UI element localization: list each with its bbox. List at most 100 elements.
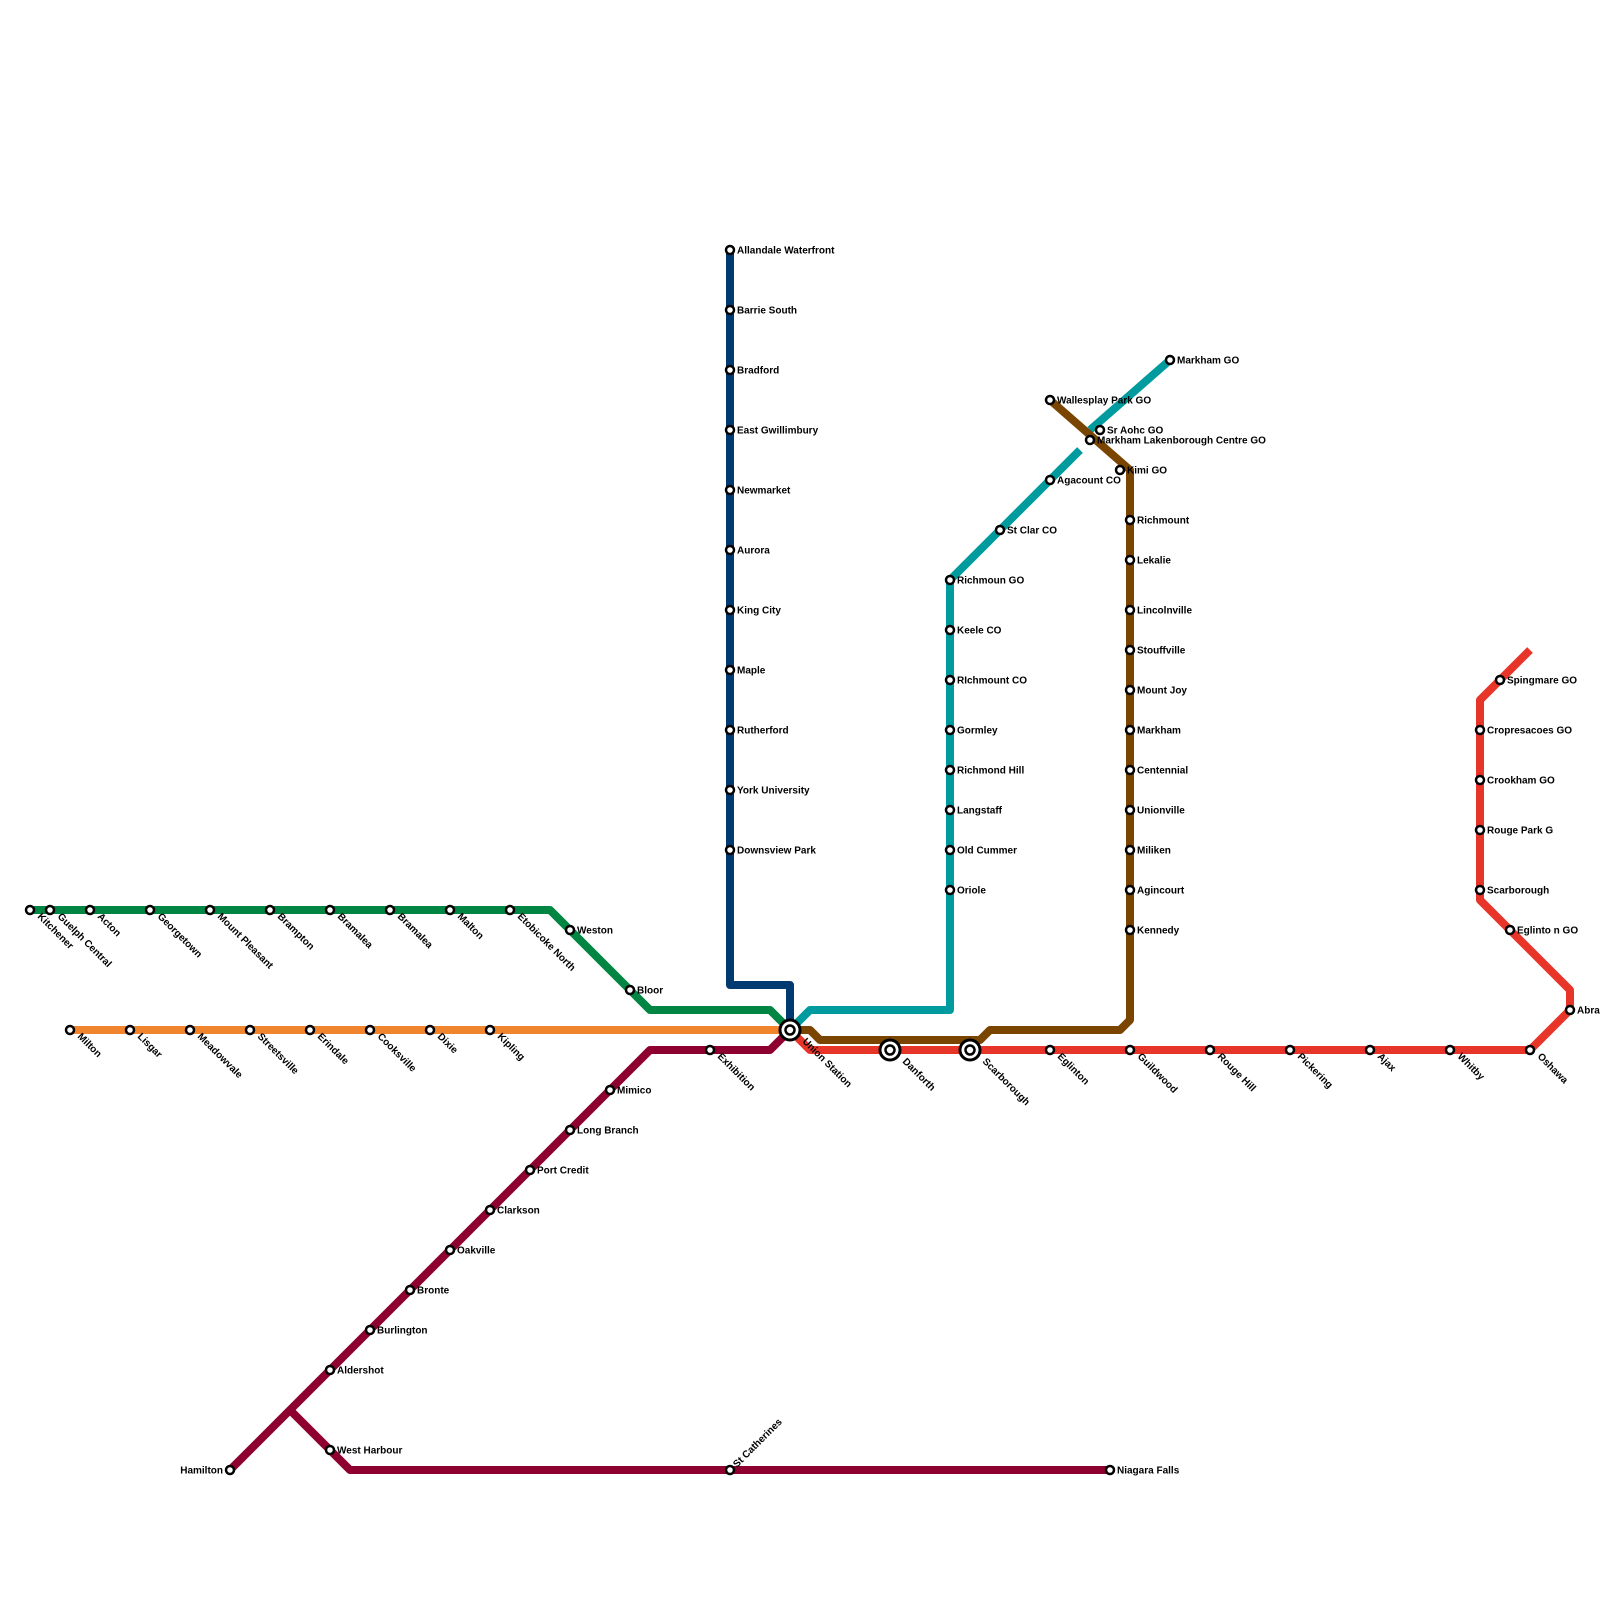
station-marker[interactable]	[1494, 674, 1506, 686]
station-marker[interactable]	[1124, 804, 1136, 816]
station-marker[interactable]	[564, 924, 576, 936]
station[interactable]: Abra	[1564, 1004, 1600, 1017]
station[interactable]: Bloor	[624, 984, 663, 997]
station-marker[interactable]	[484, 1204, 496, 1216]
station-marker[interactable]	[944, 674, 956, 686]
station[interactable]: Unionville	[1124, 804, 1185, 817]
station-marker[interactable]	[204, 904, 216, 916]
station[interactable]: Downsview Park	[724, 844, 816, 857]
station[interactable]: Etobicoke North	[504, 904, 577, 974]
station-marker[interactable]	[144, 904, 156, 916]
station-marker[interactable]	[1124, 724, 1136, 736]
station-marker[interactable]	[724, 544, 736, 556]
station[interactable]: Burlington	[364, 1324, 428, 1337]
station-marker[interactable]	[1204, 1044, 1216, 1056]
station[interactable]: Kennedy	[1124, 924, 1180, 937]
station-marker[interactable]	[1094, 424, 1106, 436]
station[interactable]: Markham Lakenborough Centre GO	[1084, 434, 1266, 447]
station-marker[interactable]	[724, 364, 736, 376]
station[interactable]: East Gwillimbury	[724, 424, 819, 437]
station-marker[interactable]	[944, 574, 956, 586]
station-marker[interactable]	[444, 1244, 456, 1256]
station[interactable]: Newmarket	[724, 484, 791, 497]
station[interactable]: Crookham GO	[1474, 774, 1555, 787]
station-marker[interactable]	[1364, 1044, 1376, 1056]
station[interactable]: St Catherines	[724, 1416, 785, 1476]
station-marker[interactable]	[124, 1024, 136, 1036]
station-marker[interactable]	[1524, 1044, 1536, 1056]
station[interactable]: Bronte	[404, 1284, 450, 1297]
station-marker[interactable]	[724, 424, 736, 436]
station-marker[interactable]	[944, 804, 956, 816]
station[interactable]: Agacount CO	[1044, 474, 1121, 487]
station-marker[interactable]	[604, 1084, 616, 1096]
station-marker[interactable]	[264, 904, 276, 916]
station[interactable]: Cropresacoes GO	[1474, 724, 1572, 737]
station[interactable]: Clarkson	[484, 1204, 540, 1217]
station-marker[interactable]	[944, 764, 956, 776]
station[interactable]: Scarborough	[1474, 884, 1549, 897]
station-marker[interactable]	[1474, 884, 1486, 896]
station-marker[interactable]	[1474, 824, 1486, 836]
station-marker[interactable]	[1284, 1044, 1296, 1056]
station-marker[interactable]	[724, 304, 736, 316]
station-marker[interactable]	[1564, 1004, 1576, 1016]
station-marker[interactable]	[1044, 1044, 1056, 1056]
station-marker[interactable]	[364, 1024, 376, 1036]
station[interactable]: Miliken	[1124, 844, 1171, 857]
station-marker[interactable]	[504, 904, 516, 916]
station-marker[interactable]	[1124, 884, 1136, 896]
station[interactable]: Richmount	[1124, 514, 1190, 527]
station-marker[interactable]	[1124, 844, 1136, 856]
station-marker[interactable]	[324, 1444, 336, 1456]
station[interactable]: Richmoun GO	[944, 574, 1024, 587]
station-marker[interactable]	[64, 1024, 76, 1036]
station-marker[interactable]	[324, 904, 336, 916]
station-marker[interactable]	[1124, 644, 1136, 656]
station[interactable]: Mount Pleasant	[204, 904, 275, 972]
station-marker[interactable]	[524, 1164, 536, 1176]
station-marker[interactable]	[724, 664, 736, 676]
station[interactable]: Richmond Hill	[944, 764, 1024, 777]
station[interactable]: Maple	[724, 664, 766, 677]
station-marker[interactable]	[184, 1024, 196, 1036]
station-marker[interactable]	[484, 1024, 496, 1036]
station[interactable]: Markham	[1124, 724, 1181, 737]
station-marker[interactable]	[944, 844, 956, 856]
station-marker[interactable]	[1164, 354, 1176, 366]
station-marker[interactable]	[1124, 684, 1136, 696]
station[interactable]: Sr Aohc GO	[1094, 424, 1164, 437]
station[interactable]: Stouffville	[1124, 644, 1186, 657]
station[interactable]: West Harbour	[324, 1444, 402, 1457]
station-marker[interactable]	[624, 984, 636, 996]
station[interactable]: Langstaff	[944, 804, 1003, 817]
station-marker[interactable]	[994, 524, 1006, 536]
station[interactable]: Oriole	[944, 884, 986, 897]
station[interactable]: Spingmare GO	[1494, 674, 1577, 687]
station-marker[interactable]	[1444, 1044, 1456, 1056]
station[interactable]: Mount Joy	[1124, 684, 1187, 697]
station-marker[interactable]	[1044, 474, 1056, 486]
station-marker[interactable]	[724, 844, 736, 856]
station-marker[interactable]	[304, 1024, 316, 1036]
station-marker[interactable]	[724, 484, 736, 496]
station[interactable]: Kimi GO	[1114, 464, 1167, 477]
station[interactable]: Wallesplay Park GO	[1044, 394, 1151, 407]
station[interactable]: Oakville	[444, 1244, 496, 1257]
station[interactable]: Markham GO	[1164, 354, 1239, 367]
station-marker[interactable]	[364, 1324, 376, 1336]
station-marker[interactable]	[1124, 1044, 1136, 1056]
station-marker[interactable]	[444, 904, 456, 916]
station-marker[interactable]	[1104, 1464, 1116, 1476]
station-marker[interactable]	[1474, 774, 1486, 786]
station-marker[interactable]	[1124, 554, 1136, 566]
station-marker[interactable]	[1474, 724, 1486, 736]
station-marker[interactable]	[1124, 514, 1136, 526]
station-marker[interactable]	[1114, 464, 1126, 476]
station[interactable]: Barrie South	[724, 304, 797, 317]
station-marker[interactable]	[324, 1364, 336, 1376]
station[interactable]: Aurora	[724, 544, 770, 557]
station[interactable]: Bradford	[724, 364, 779, 377]
station[interactable]: Port Credit	[524, 1164, 589, 1177]
station[interactable]: Oshawa	[1524, 1044, 1570, 1087]
